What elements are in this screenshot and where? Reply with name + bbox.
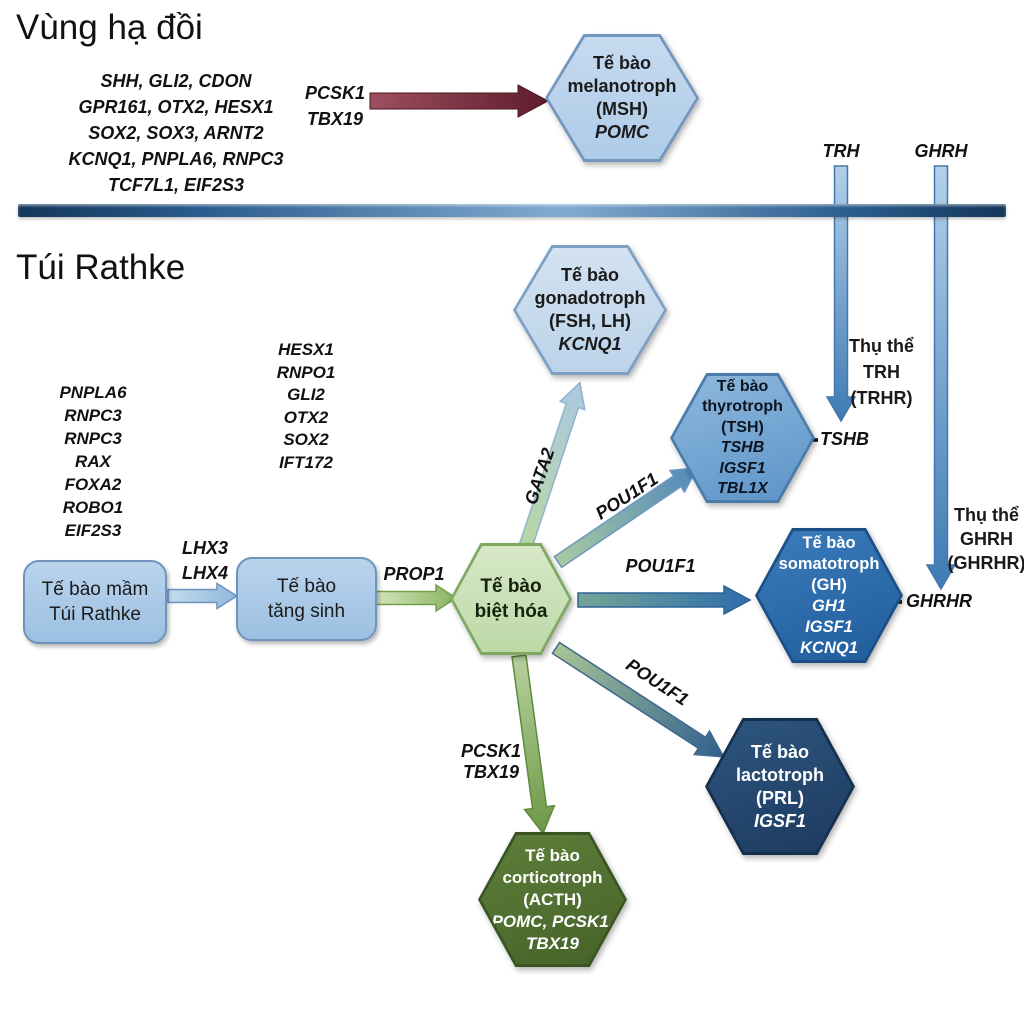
trh-receptor-label: Thụ thể TRH (TRHR) bbox=[834, 333, 929, 411]
gene-line: GLI2 bbox=[287, 385, 325, 404]
node-title-line: somatotroph bbox=[778, 554, 880, 573]
node-title-line: (FSH, LH) bbox=[549, 311, 631, 331]
node-title-line: (TSH) bbox=[721, 418, 764, 436]
gene-line: KCNQ1, PNPLA6, RNPC3 bbox=[68, 149, 284, 169]
node-title-line: Tế bào bbox=[716, 377, 769, 395]
arrow-pou1f1-to-lactotroph bbox=[551, 641, 726, 758]
node-gene-line: TBL1X bbox=[717, 480, 768, 497]
pcsk1-tbx19-top-label: PCSK1 TBX19 bbox=[302, 80, 368, 132]
node-corticotroph: Tế bào corticotroph (ACTH) POMC, PCSK1, … bbox=[478, 832, 627, 967]
gene-line: EIF2S3 bbox=[64, 521, 122, 540]
gene-line: RNPC3 bbox=[64, 406, 122, 425]
node-title-line: Tế bào mầm bbox=[41, 579, 149, 600]
gene-line: SHH, GLI2, CDON bbox=[100, 71, 252, 91]
node-gene-line: POMC bbox=[595, 122, 649, 142]
prop1-label: PROP1 bbox=[383, 564, 445, 584]
gene-line: GPR161, OTX2, HESX1 bbox=[78, 97, 274, 117]
node-title-line: Tế bào bbox=[560, 265, 619, 285]
lhx-label: LHX3 LHX4 bbox=[176, 536, 234, 586]
node-gene-line: TSHB bbox=[720, 439, 765, 456]
arrow-pcsk1-to-melanotroph bbox=[369, 84, 550, 118]
node-gene-line: KCNQ1 bbox=[800, 638, 858, 657]
gata2-label: GATA2 bbox=[520, 445, 559, 508]
tshb-gene-label: TSHB bbox=[820, 429, 869, 449]
pou1f1-lactotroph-label: POU1F1 bbox=[622, 654, 693, 710]
gene-line: LHX4 bbox=[181, 563, 228, 583]
node-title-line: (GH) bbox=[811, 575, 847, 594]
node-title-line: biệt hóa bbox=[474, 601, 548, 622]
gene-line: IFT172 bbox=[279, 452, 333, 472]
arrow-stem-to-proliferating bbox=[167, 582, 239, 610]
arrow-pou1f1-to-somatotroph bbox=[577, 584, 752, 616]
node-title-line: melanotroph bbox=[567, 76, 677, 96]
ghrhr-gene-label: GHRHR bbox=[906, 591, 972, 611]
node-title-line: corticotroph bbox=[502, 867, 603, 887]
gene-line: PCSK1 bbox=[304, 83, 366, 103]
ghrh-hormone-label: GHRH bbox=[914, 141, 968, 161]
node-title-line: Tế bào bbox=[276, 576, 337, 597]
rathke-gene-list-left: PNPLA6 RNPC3 RNPC3 RAX FOXA2 ROBO1 EIF2S… bbox=[28, 381, 158, 542]
gene-line: PNPLA6 bbox=[59, 383, 127, 402]
gene-line: TBX19 bbox=[462, 762, 520, 782]
hypothalamus-gene-list: SHH, GLI2, CDON GPR161, OTX2, HESX1 SOX2… bbox=[30, 68, 322, 198]
hypothalamus-title: Vùng hạ đồi bbox=[16, 8, 203, 47]
node-lactotroph: Tế bào lactotroph (PRL) IGSF1 bbox=[705, 718, 855, 855]
rathke-title: Túi Rathke bbox=[16, 248, 186, 287]
receptor-line: Thụ thể bbox=[954, 505, 1019, 525]
node-gene-line: IGSF1 bbox=[805, 617, 853, 636]
gene-line: LHX3 bbox=[181, 538, 228, 558]
node-title-line: Tế bào bbox=[750, 741, 809, 762]
node-title-line: Túi Rathke bbox=[49, 604, 141, 625]
node-melanotroph: Tế bào melanotroph (MSH) POMC bbox=[545, 34, 699, 162]
node-gene-line: POMC, PCSK1, bbox=[491, 911, 614, 931]
node-title-line: (ACTH) bbox=[523, 889, 582, 909]
rathke-gene-list-middle: HESX1 RNPO1 GLI2 OTX2 SOX2 IFT172 bbox=[247, 339, 365, 474]
gene-line: HESX1 bbox=[278, 340, 334, 359]
gene-line: FOXA2 bbox=[64, 475, 122, 494]
node-title-line: (PRL) bbox=[756, 787, 804, 808]
node-thyrotroph: Tế bào thyrotroph (TSH) TSHB IGSF1 TBL1X bbox=[670, 373, 815, 503]
gene-line: SOX2, SOX3, ARNT2 bbox=[88, 123, 264, 143]
node-title-line: gonadotroph bbox=[534, 288, 646, 308]
gene-line: PCSK1 bbox=[460, 741, 522, 761]
node-gonadotroph: Tế bào gonadotroph (FSH, LH) KCNQ1 bbox=[513, 245, 667, 375]
receptor-line: (TRHR) bbox=[850, 388, 913, 408]
node-gene-line: IGSF1 bbox=[719, 459, 766, 477]
node-differentiating-cell: Tế bào biệt hóa bbox=[450, 543, 572, 655]
receptor-line: Thụ thể bbox=[849, 336, 914, 356]
node-somatotroph: Tế bào somatotroph (GH) GH1 IGSF1 KCNQ1 bbox=[755, 528, 903, 663]
node-gene-line: KCNQ1 bbox=[558, 334, 622, 354]
node-stem-cell: Tế bào mầm Túi Rathke bbox=[23, 560, 167, 644]
receptor-line: GHRH bbox=[960, 529, 1013, 549]
gene-line: ROBO1 bbox=[62, 498, 124, 517]
gene-line: TCF7L1, EIF2S3 bbox=[107, 175, 245, 195]
node-gene-line: TBX19 bbox=[526, 933, 579, 953]
hypothalamus-rathke-divider bbox=[18, 204, 1006, 217]
node-title-line: (MSH) bbox=[596, 99, 648, 119]
arrow-prop1-to-differentiating bbox=[375, 583, 458, 613]
node-proliferating-cell: Tế bào tăng sinh bbox=[236, 557, 377, 641]
gene-line: TBX19 bbox=[306, 109, 364, 129]
node-title-line: Tế bào bbox=[480, 576, 542, 597]
node-title-line: Tế bào bbox=[525, 845, 580, 865]
pcsk1-tbx19-bottom-label: PCSK1 TBX19 bbox=[460, 741, 522, 783]
gene-line: OTX2 bbox=[283, 407, 329, 427]
node-title-line: Tế bào bbox=[802, 533, 856, 552]
ghrh-receptor-label: Thụ thể GHRH (GHRHR) bbox=[934, 503, 1024, 575]
node-title-line: lactotroph bbox=[736, 764, 824, 785]
trh-hormone-label: TRH bbox=[822, 141, 860, 161]
node-gene-line: GH1 bbox=[812, 596, 846, 615]
gene-line: RNPC3 bbox=[64, 429, 122, 448]
pou1f1-somatotroph-label: POU1F1 bbox=[625, 556, 696, 576]
node-gene-line: IGSF1 bbox=[753, 810, 806, 831]
node-title-line: Tế bào bbox=[592, 53, 651, 73]
gene-line: RAX bbox=[75, 452, 111, 471]
gene-line: RNPO1 bbox=[276, 362, 336, 382]
receptor-line: (GHRHR) bbox=[947, 553, 1024, 573]
gene-line: SOX2 bbox=[283, 430, 329, 449]
node-title-line: tăng sinh bbox=[267, 601, 346, 622]
node-title-line: thyrotroph bbox=[702, 398, 783, 415]
receptor-line: TRH bbox=[863, 362, 900, 382]
pou1f1-thyrotroph-label: POU1F1 bbox=[591, 468, 662, 524]
